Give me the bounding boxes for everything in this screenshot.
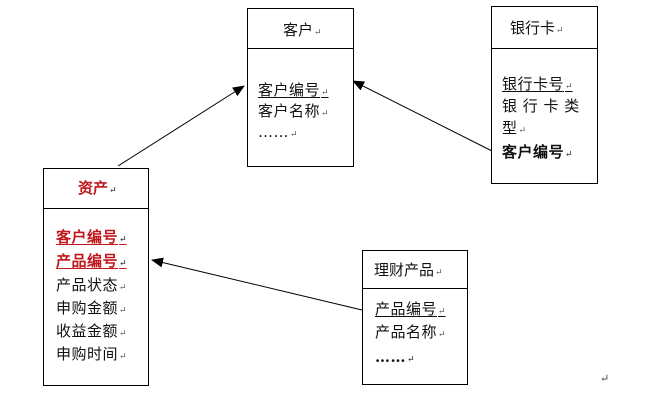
asset-attr-customer-id: 客户编号↵ — [56, 228, 127, 246]
asset-attr-purchase-amount: 申购金额↵ — [56, 299, 127, 317]
bank-card-attr-customer-id: 客户编号↵ — [502, 143, 573, 161]
wealth-product-attr-ellipsis: ……↵ — [375, 348, 415, 366]
entity-customer-header — [248, 9, 353, 49]
entity-wealth-product-header — [363, 251, 467, 289]
bank-card-attr-card-type-cont: 型↵ — [502, 119, 527, 137]
entity-asset-header — [44, 169, 148, 209]
relation-wealth-product-to-asset — [151, 257, 363, 311]
asset-attr-product-status: 产品状态↵ — [56, 276, 127, 294]
entity-asset: 资产↵ 客户编号↵ 产品编号↵ 产品状态↵ 申购金额↵ 收益金额↵ 申购时间↵ — [43, 168, 149, 386]
asset-attr-product-id: 产品编号↵ — [56, 252, 127, 270]
bank-card-attr-card-type: 银 行 卡 类 — [502, 97, 580, 115]
entity-customer-title: 客户↵ — [283, 21, 322, 39]
entity-wealth-product-title: 理财产品↵ — [374, 261, 443, 279]
customer-attr-customer-id: 客户编号↵ — [258, 81, 329, 99]
entity-asset-title: 资产↵ — [78, 179, 117, 197]
relation-asset-to-customer — [117, 85, 245, 167]
wealth-product-attr-product-name: 产品名称↵ — [375, 323, 446, 341]
entity-customer: 客户↵ 客户编号↵ 客户名称↵ ……↵ — [247, 8, 354, 167]
relation-bank-card-to-customer — [352, 80, 495, 153]
asset-attr-purchase-time: 申购时间↵ — [56, 345, 127, 363]
entity-bank-card: 银行卡↵ 银行卡号↵ 银 行 卡 类 型↵ 客户编号↵ — [491, 6, 598, 184]
wealth-product-attr-product-id: 产品编号↵ — [375, 300, 446, 318]
customer-attr-customer-name: 客户名称↵ — [258, 102, 329, 120]
bank-card-attr-card-number: 银行卡号↵ — [502, 75, 573, 93]
entity-wealth-product: 理财产品↵ 产品编号↵ 产品名称↵ ……↵ — [362, 250, 468, 385]
customer-attr-ellipsis: ……↵ — [258, 123, 298, 141]
asset-attr-income-amount: 收益金额↵ — [56, 322, 127, 340]
entity-bank-card-title: 银行卡↵ — [510, 19, 564, 37]
paragraph-mark-icon: ↵ — [600, 372, 610, 385]
entity-bank-card-header — [492, 7, 597, 49]
